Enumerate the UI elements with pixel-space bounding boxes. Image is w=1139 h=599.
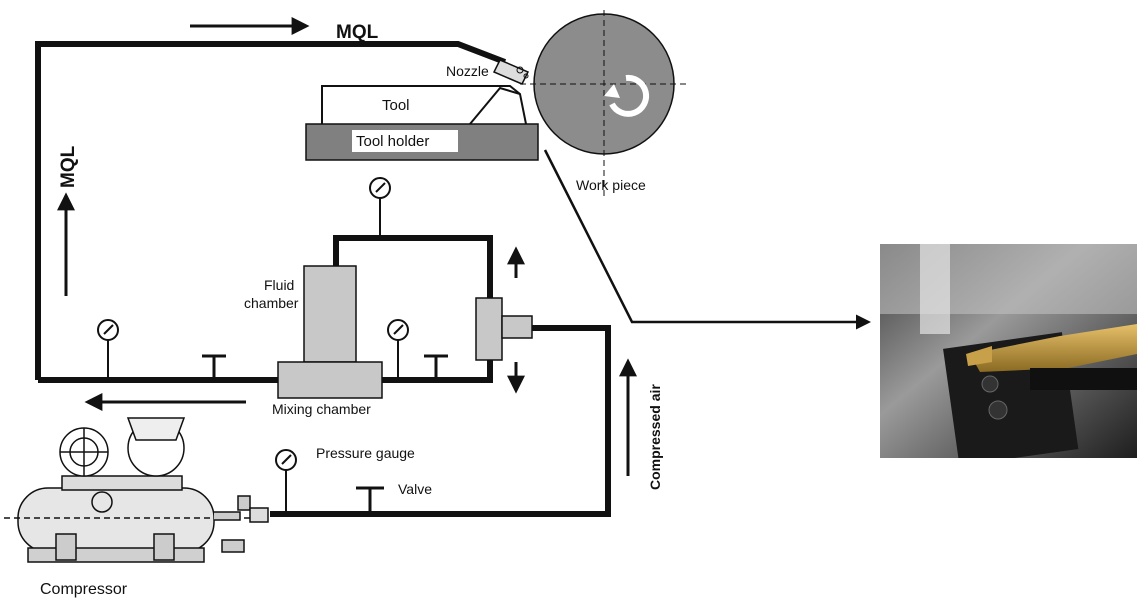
pointer-line — [543, 149, 871, 330]
fluid-chamber-label-line1: Fluid — [264, 277, 294, 293]
pressure-gauge-icon — [369, 177, 391, 238]
pressure-gauge-label: Pressure gauge — [316, 445, 415, 461]
nozzle-label: Nozzle — [446, 63, 489, 79]
machining-photo — [880, 244, 1137, 458]
tool-holder-label-box — [352, 130, 458, 152]
pressure-gauge-icon — [275, 449, 297, 514]
tool-holder-label: Tool holder — [356, 133, 429, 150]
mql-side-label: MQL — [58, 145, 79, 188]
compressor-label: Compressor — [40, 581, 128, 598]
valve-icon — [424, 354, 448, 380]
compressed-air-label: Compressed air — [647, 384, 663, 490]
tool-label: Tool — [382, 97, 410, 114]
valve-icon — [356, 486, 384, 514]
mixing-chamber — [277, 361, 383, 399]
fluid-chamber-label-line2: chamber — [244, 295, 299, 311]
valve-icon — [202, 354, 226, 380]
nozzle — [492, 59, 530, 85]
work-piece-label: Work piece — [576, 177, 646, 193]
mql-delivery-line — [35, 41, 611, 517]
regulator-block — [475, 297, 533, 361]
valve-label: Valve — [398, 481, 432, 497]
compressor-icon — [4, 417, 269, 563]
mql-top-label: MQL — [336, 22, 379, 43]
flow-arrow-icon — [57, 17, 637, 476]
mixing-chamber-label: Mixing chamber — [272, 401, 371, 417]
work-piece — [520, 10, 690, 200]
pressure-gauge-icon — [387, 319, 409, 380]
fluid-chamber — [303, 265, 357, 363]
tool — [321, 85, 527, 125]
pressure-gauge-icon — [97, 319, 119, 380]
